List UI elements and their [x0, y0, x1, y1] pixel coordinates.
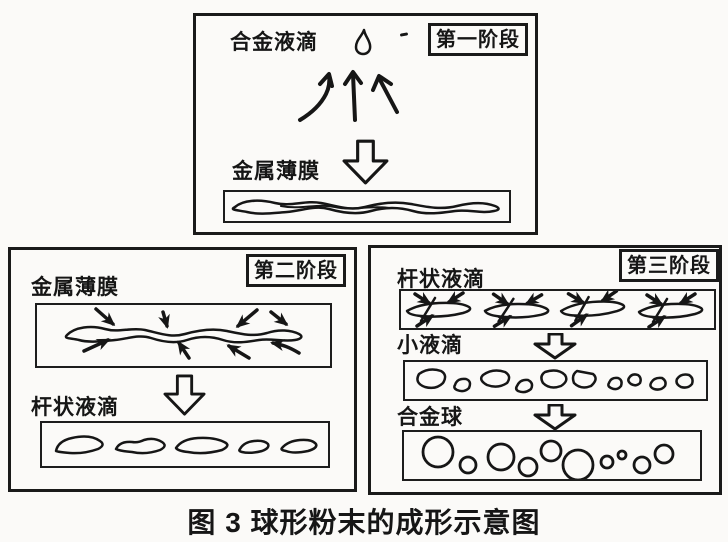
stage1-panel: 合金液滴 第一阶段 金属薄膜	[193, 13, 538, 235]
alloy-spheres-shape	[421, 435, 675, 479]
stage2-film-label: 金属薄膜	[31, 276, 119, 299]
figure-caption: 图 3 球形粉末的成形示意图	[187, 507, 541, 538]
stage2-badge: 第二阶段	[246, 254, 346, 287]
stage2-film-box	[35, 303, 332, 368]
down-block-arrow-icon	[342, 139, 389, 185]
down-block-arrow-icon	[533, 333, 577, 360]
rod-droplets-shape	[54, 435, 318, 455]
stage3-sphere-label: 合金球	[397, 406, 463, 429]
down-block-arrow-icon	[163, 374, 206, 416]
stage3-rod-label: 杆状液滴	[397, 268, 485, 291]
film-shape	[231, 199, 500, 215]
stage1-droplet-label: 合金液滴	[230, 31, 318, 54]
stage3-small-droplet-label: 小液滴	[397, 334, 463, 357]
stage1-badge: 第一阶段	[428, 23, 528, 56]
up-arrows-icon	[298, 70, 399, 122]
droplet-icon	[354, 28, 372, 56]
stage3-panel: 第三阶段 杆状液滴	[368, 245, 722, 495]
down-block-arrow-icon	[533, 404, 577, 431]
speck-mark	[399, 32, 409, 37]
stage2-panel: 第二阶段 金属薄膜 杆状液	[8, 247, 357, 492]
stage2-rod-label: 杆状液滴	[31, 396, 119, 419]
stage2-rod-box	[40, 421, 330, 468]
stage1-film-label: 金属薄膜	[232, 160, 320, 183]
impact-arrows-icon	[64, 307, 303, 360]
stage1-film-box	[223, 190, 511, 223]
stage3-breaking-rods-box	[399, 289, 716, 330]
stage3-badge: 第三阶段	[619, 249, 719, 282]
stage3-spheres-box	[402, 430, 702, 481]
stage3-small-droplets-box	[403, 360, 708, 401]
breaking-rods-shape	[401, 291, 714, 328]
small-droplets-shape	[416, 368, 694, 394]
